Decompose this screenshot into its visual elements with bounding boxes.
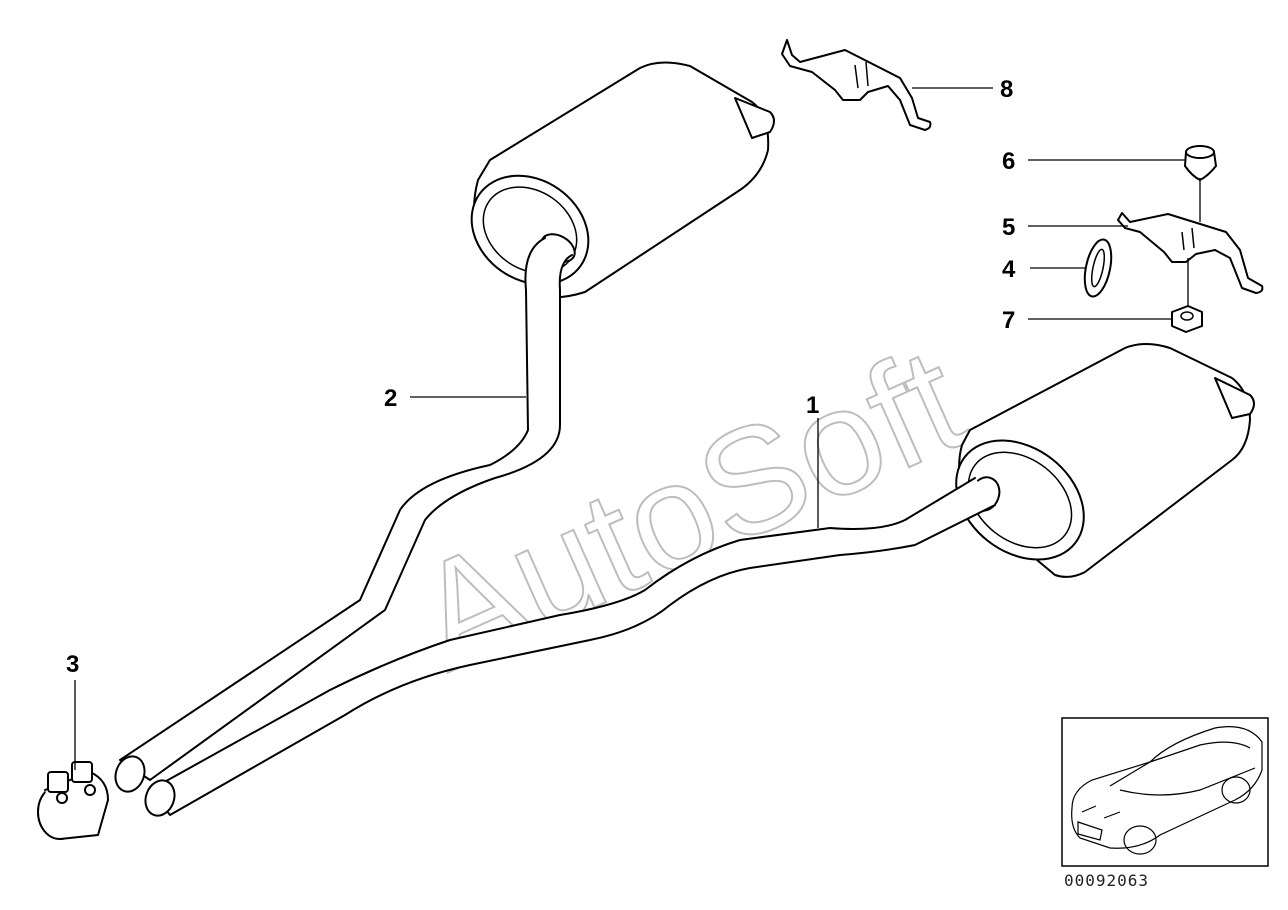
diagram-reference-code: 00092063 <box>1064 871 1149 890</box>
part-4-gasket[interactable] <box>1080 237 1116 299</box>
callout-8: 8 <box>1000 76 1013 103</box>
part-3-clamp[interactable] <box>37 761 109 840</box>
callout-5: 5 <box>1002 214 1015 241</box>
callout-3: 3 <box>66 651 79 678</box>
part-7-nut[interactable] <box>1171 305 1203 333</box>
part-5-bracket[interactable] <box>1117 212 1264 294</box>
callout-1: 1 <box>806 392 819 419</box>
callout-4: 4 <box>1002 256 1016 283</box>
vehicle-thumbnail <box>1061 717 1269 867</box>
part-1-rear-silencer[interactable] <box>141 343 1255 820</box>
callout-2: 2 <box>384 385 397 412</box>
callout-7: 7 <box>1002 307 1015 334</box>
callout-labels: 1 2 3 4 5 6 7 8 <box>66 76 1016 678</box>
leader-lines <box>74 87 1201 770</box>
callout-6: 6 <box>1002 148 1015 175</box>
part-2-front-silencer[interactable] <box>111 61 775 795</box>
part-8-bracket[interactable] <box>781 39 932 131</box>
part-6-buffer[interactable] <box>1184 145 1217 181</box>
